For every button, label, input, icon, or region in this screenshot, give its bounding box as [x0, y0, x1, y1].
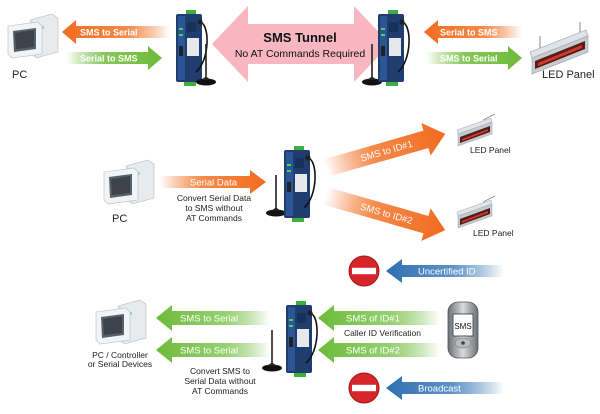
arrow-serial-to-sms-right: Serial to SMS — [424, 20, 522, 44]
svg-text:SMS to Serial: SMS to Serial — [180, 346, 238, 357]
tunnel-subtitle: No AT Commands Required — [235, 48, 365, 60]
arrow-sms-to-id1: SMS to ID#1 — [323, 122, 446, 177]
gateway-device-icon — [377, 9, 410, 87]
arrow-serial-to-sms-left: Serial to SMS — [66, 46, 162, 70]
caller-id-verification-label: Caller ID Verification — [344, 328, 421, 338]
arrow-sms-to-serial-out-2: SMS to Serial — [156, 337, 270, 363]
arrow-sms-to-serial-left: SMS to Serial — [62, 20, 170, 44]
caption-line: Convert SMS to — [190, 366, 250, 376]
pc-icon — [95, 299, 147, 345]
led-panel-icon — [529, 21, 589, 75]
svg-text:SMS to Serial: SMS to Serial — [440, 54, 498, 64]
led-panel-icon — [456, 195, 496, 229]
phone-screen-text: SMS — [454, 322, 471, 331]
arrow-uncertified-id: Uncertified ID — [386, 259, 504, 283]
blocked-icon — [348, 255, 380, 287]
caption-line: AT Commands — [192, 386, 248, 396]
svg-text:SMS to Serial: SMS to Serial — [180, 314, 238, 325]
svg-text:Serial to SMS: Serial to SMS — [80, 54, 138, 64]
arrow-sms-of-id2: SMS of ID#2 — [318, 337, 440, 363]
led-panel-label: LED Panel — [473, 228, 514, 238]
arrow-sms-to-serial-right: SMS to Serial — [426, 46, 522, 70]
pc-label: PC — [12, 69, 27, 81]
arrow-sms-of-id1: SMS of ID#1 — [318, 305, 440, 331]
svg-text:SMS of ID#2: SMS of ID#2 — [346, 346, 400, 357]
svg-text:Uncertified ID: Uncertified ID — [418, 267, 476, 278]
svg-text:Serial Data: Serial Data — [190, 178, 238, 189]
gateway-device-icon — [175, 9, 208, 87]
pc-label: PC / Controller — [92, 350, 148, 360]
caption-line: Serial Data without — [184, 376, 256, 386]
pc-icon — [103, 159, 155, 205]
caption-line: AT Commands — [186, 213, 242, 223]
section-caller-id-verification: Uncertified ID PC / Controller or Serial… — [88, 255, 504, 404]
gateway-device-icon — [285, 300, 318, 378]
section-one-to-many: PC Serial Data Convert Serial Data to SM… — [103, 113, 514, 242]
sms-tunnel-arrow: SMS Tunnel No AT Commands Required — [212, 6, 390, 82]
arrow-sms-to-id2: SMS to ID#2 — [323, 187, 446, 242]
pc-label: or Serial Devices — [88, 359, 152, 369]
led-panel-label: LED Panel — [470, 145, 511, 155]
arrow-serial-data: Serial Data — [160, 170, 266, 194]
svg-text:SMS to Serial: SMS to Serial — [80, 28, 138, 38]
led-panel-label: LED Panel — [542, 69, 595, 81]
svg-text:Serial to SMS: Serial to SMS — [440, 28, 498, 38]
pc-icon — [7, 13, 59, 59]
tunnel-title: SMS Tunnel — [263, 30, 336, 45]
blocked-icon — [348, 372, 380, 404]
pc-label: PC — [112, 213, 127, 225]
mobile-phone-icon: SMS — [447, 301, 479, 359]
antenna-icon — [265, 174, 287, 218]
arrow-broadcast: Broadcast — [386, 376, 504, 400]
arrow-sms-to-serial-out-1: SMS to Serial — [156, 305, 270, 331]
caption-line: to SMS without — [185, 203, 243, 213]
svg-text:SMS of ID#1: SMS of ID#1 — [346, 314, 400, 325]
led-panel-icon — [456, 113, 496, 147]
caption-line: Convert Serial Data — [177, 193, 251, 203]
gateway-device-icon — [283, 145, 316, 223]
svg-text:Broadcast: Broadcast — [418, 384, 461, 395]
section-sms-tunnel: PC SMS to Serial Serial to SMS SMS Tunne… — [7, 6, 595, 87]
